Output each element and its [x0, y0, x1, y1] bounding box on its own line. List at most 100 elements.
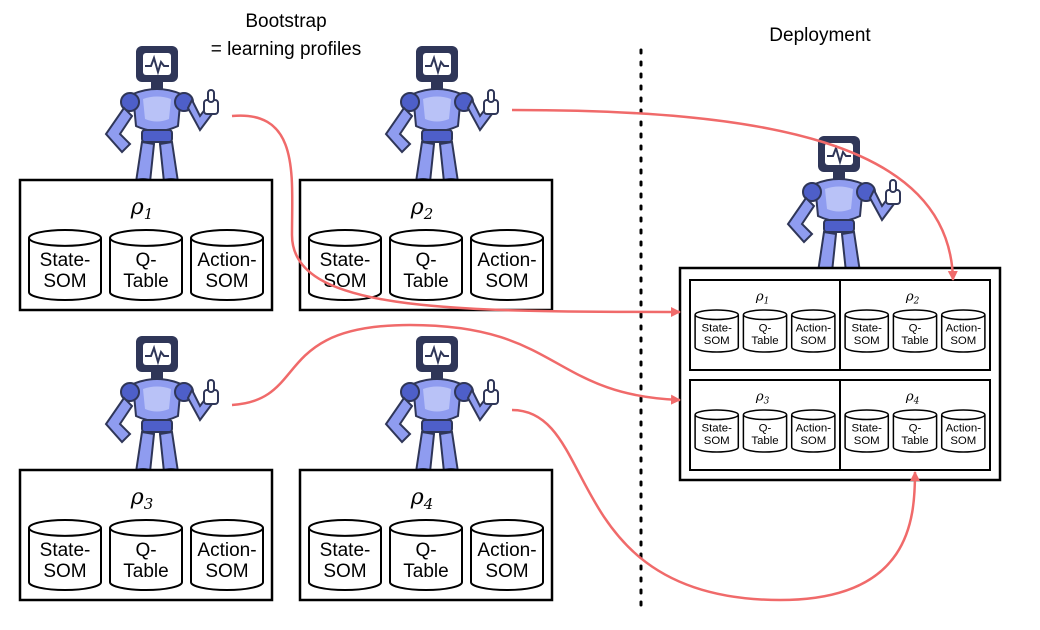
store-label-line2: SOM: [854, 335, 880, 347]
arrow-rho1-to-deployment: [231, 114, 681, 317]
database-cylinder-icon: State-SOM: [844, 309, 890, 353]
store-label-line2: Table: [751, 335, 778, 347]
database-cylinder-icon: State-SOM: [844, 409, 890, 453]
profile-label: ρ2: [410, 195, 433, 223]
store-label-line1: Action-: [197, 540, 256, 561]
store-label-line1: Action-: [477, 540, 536, 561]
store-label-line2: SOM: [323, 271, 366, 292]
robot-thumbs-up-icon: [787, 135, 901, 281]
store-label-line1: State-: [852, 423, 883, 435]
store-label-line1: Action-: [477, 250, 536, 271]
profile-label: ρ3: [755, 389, 770, 406]
store-label-line2: SOM: [704, 335, 730, 347]
database-cylinder-icon: Action-SOM: [940, 309, 986, 353]
profile-label: ρ1: [130, 195, 153, 223]
store-label-line1: State-: [702, 423, 733, 435]
store-label-line2: Table: [403, 271, 448, 292]
store-label-line1: Q-: [909, 323, 922, 335]
store-label-line1: Q-: [135, 540, 156, 561]
store-label-line1: Action-: [946, 423, 982, 435]
store-label-line1: State-: [852, 323, 883, 335]
database-cylinder-icon: State-SOM: [28, 229, 102, 301]
database-cylinder-icon: State-SOM: [308, 519, 382, 591]
database-cylinder-icon: Action-SOM: [190, 519, 264, 591]
store-label-line2: SOM: [704, 435, 730, 447]
store-label-line1: Q-: [759, 323, 772, 335]
database-cylinder-icon: Q-Table: [742, 409, 788, 453]
database-cylinder-icon: State-SOM: [28, 519, 102, 591]
store-label-line2: SOM: [950, 435, 976, 447]
profile-label: ρ1: [755, 289, 770, 306]
store-label-line2: SOM: [950, 335, 976, 347]
database-cylinder-icon: Action-SOM: [940, 409, 986, 453]
store-label-line1: State-: [320, 540, 371, 561]
bootstrap-title-line2: = learning profiles: [211, 39, 362, 60]
store-label-line1: Q-: [759, 423, 772, 435]
deployment-title: Deployment: [769, 25, 871, 46]
database-cylinder-icon: Action-SOM: [470, 229, 544, 301]
database-cylinder-icon: Action-SOM: [470, 519, 544, 591]
store-label-line2: SOM: [205, 271, 248, 292]
store-label-line2: SOM: [205, 561, 248, 582]
database-cylinder-icon: Q-Table: [742, 309, 788, 353]
database-cylinder-icon: State-SOM: [694, 309, 740, 353]
store-label-line1: State-: [320, 250, 371, 271]
database-cylinder-icon: Q-Table: [389, 229, 463, 301]
store-label-line2: Table: [901, 335, 928, 347]
store-label-line1: Q-: [415, 540, 436, 561]
database-cylinder-icon: State-SOM: [694, 409, 740, 453]
robot-thumbs-up-icon: [105, 45, 219, 191]
database-cylinder-icon: Action-SOM: [190, 229, 264, 301]
profile-label: ρ3: [130, 485, 153, 513]
profile-label: ρ2: [905, 289, 920, 306]
database-cylinder-icon: Q-Table: [109, 229, 183, 301]
store-label-line2: Table: [403, 561, 448, 582]
store-label-line1: Action-: [796, 323, 832, 335]
store-label-line1: State-: [40, 250, 91, 271]
database-cylinder-icon: Q-Table: [389, 519, 463, 591]
robot-thumbs-up-icon: [385, 45, 499, 191]
store-label-line1: Action-: [946, 323, 982, 335]
store-label-line2: SOM: [323, 561, 366, 582]
store-label-line2: SOM: [43, 271, 86, 292]
store-label-line1: State-: [702, 323, 733, 335]
arrow-rho2-to-deployment: [511, 108, 958, 281]
store-label-line2: SOM: [854, 435, 880, 447]
store-label-line2: Table: [123, 561, 168, 582]
database-cylinder-icon: Q-Table: [892, 409, 938, 453]
profile-label: ρ4: [905, 389, 920, 406]
profile-label: ρ4: [410, 485, 433, 513]
database-cylinder-icon: Action-SOM: [790, 409, 836, 453]
store-label-line2: Table: [901, 435, 928, 447]
store-label-line2: SOM: [800, 435, 826, 447]
database-cylinder-icon: Q-Table: [109, 519, 183, 591]
store-label-line1: State-: [40, 540, 91, 561]
store-label-line2: SOM: [485, 271, 528, 292]
store-label-line2: Table: [123, 271, 168, 292]
store-label-line1: Q-: [135, 250, 156, 271]
robot-thumbs-up-icon: [385, 335, 499, 481]
store-label-line2: Table: [751, 435, 778, 447]
store-label-line2: SOM: [485, 561, 528, 582]
store-label-line2: SOM: [800, 335, 826, 347]
store-label-line1: Action-: [197, 250, 256, 271]
store-label-line1: Q-: [909, 423, 922, 435]
database-cylinder-icon: Q-Table: [892, 309, 938, 353]
arrow-rho4-to-deployment: [511, 408, 920, 602]
store-label-line1: Action-: [796, 423, 832, 435]
robot-thumbs-up-icon: [105, 335, 219, 481]
store-label-line1: Q-: [415, 250, 436, 271]
database-cylinder-icon: Action-SOM: [790, 309, 836, 353]
store-label-line2: SOM: [43, 561, 86, 582]
bootstrap-title-line1: Bootstrap: [245, 11, 326, 32]
arrow-rho3-to-deployment: [231, 323, 681, 407]
